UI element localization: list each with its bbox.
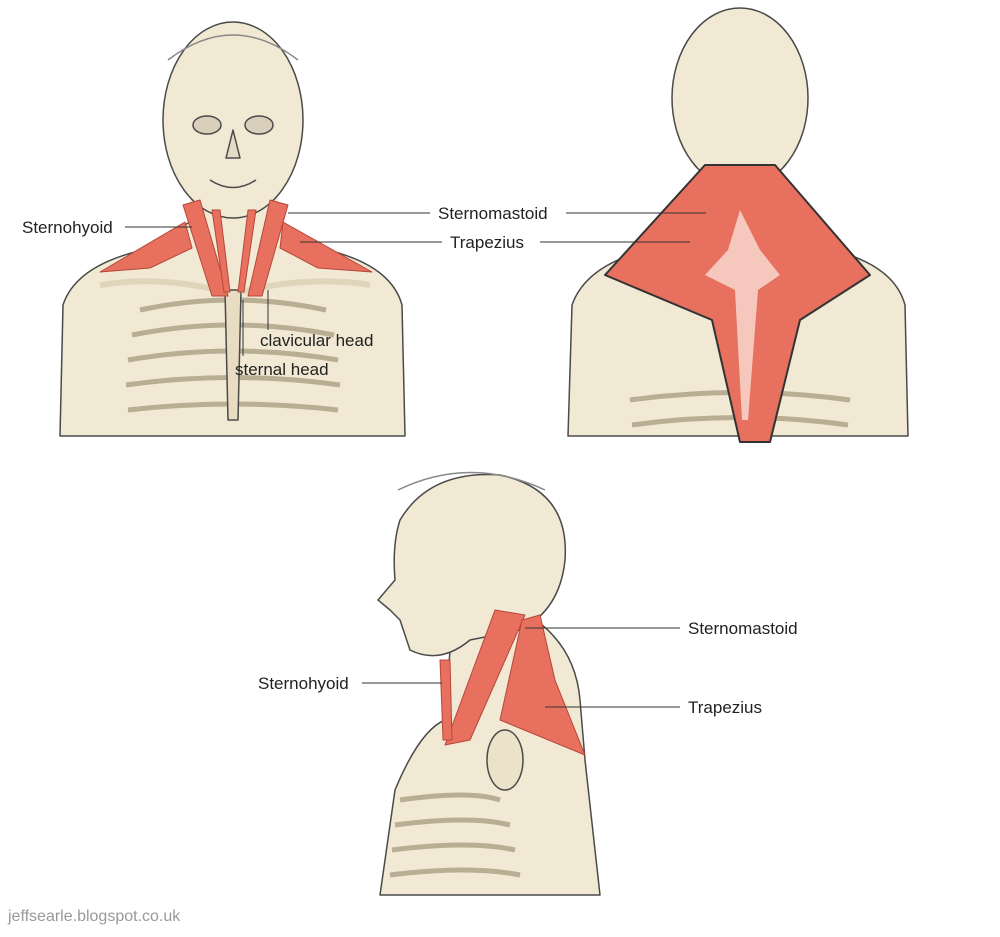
front-sternomastoid-right: [247, 199, 289, 297]
front-sternum: [224, 289, 242, 421]
label-side-trapezius: Trapezius: [688, 698, 763, 717]
back-head: [671, 7, 809, 189]
side-trapezius: [499, 614, 586, 756]
label-front-sternomastoid: Sternomastoid: [438, 204, 548, 223]
watermark: jeffsearle.blogspot.co.uk: [8, 908, 181, 925]
front-figure: [59, 21, 406, 437]
front-trapezius-right: [279, 221, 373, 273]
label-front-trapezius: Trapezius: [450, 233, 525, 252]
front-sternomastoid-left: [182, 199, 229, 297]
side-head: [377, 473, 567, 657]
leader-lines: [125, 212, 706, 708]
back-figure: [567, 7, 909, 443]
label-clavicular-head: clavicular head: [260, 331, 374, 350]
label-sternal-head: sternal head: [235, 360, 329, 379]
front-sternohyoid-left: [211, 209, 231, 293]
side-figure: [377, 471, 601, 896]
label-side-sternohyoid: Sternohyoid: [258, 674, 349, 693]
label-front-sternohyoid: Sternohyoid: [22, 218, 113, 237]
front-sternohyoid-right: [237, 209, 257, 293]
front-trapezius-left: [99, 221, 193, 273]
front-head: [162, 21, 304, 219]
label-side-sternomastoid: Sternomastoid: [688, 619, 798, 638]
side-sternohyoid: [439, 659, 453, 741]
side-sternomastoid: [444, 609, 526, 746]
